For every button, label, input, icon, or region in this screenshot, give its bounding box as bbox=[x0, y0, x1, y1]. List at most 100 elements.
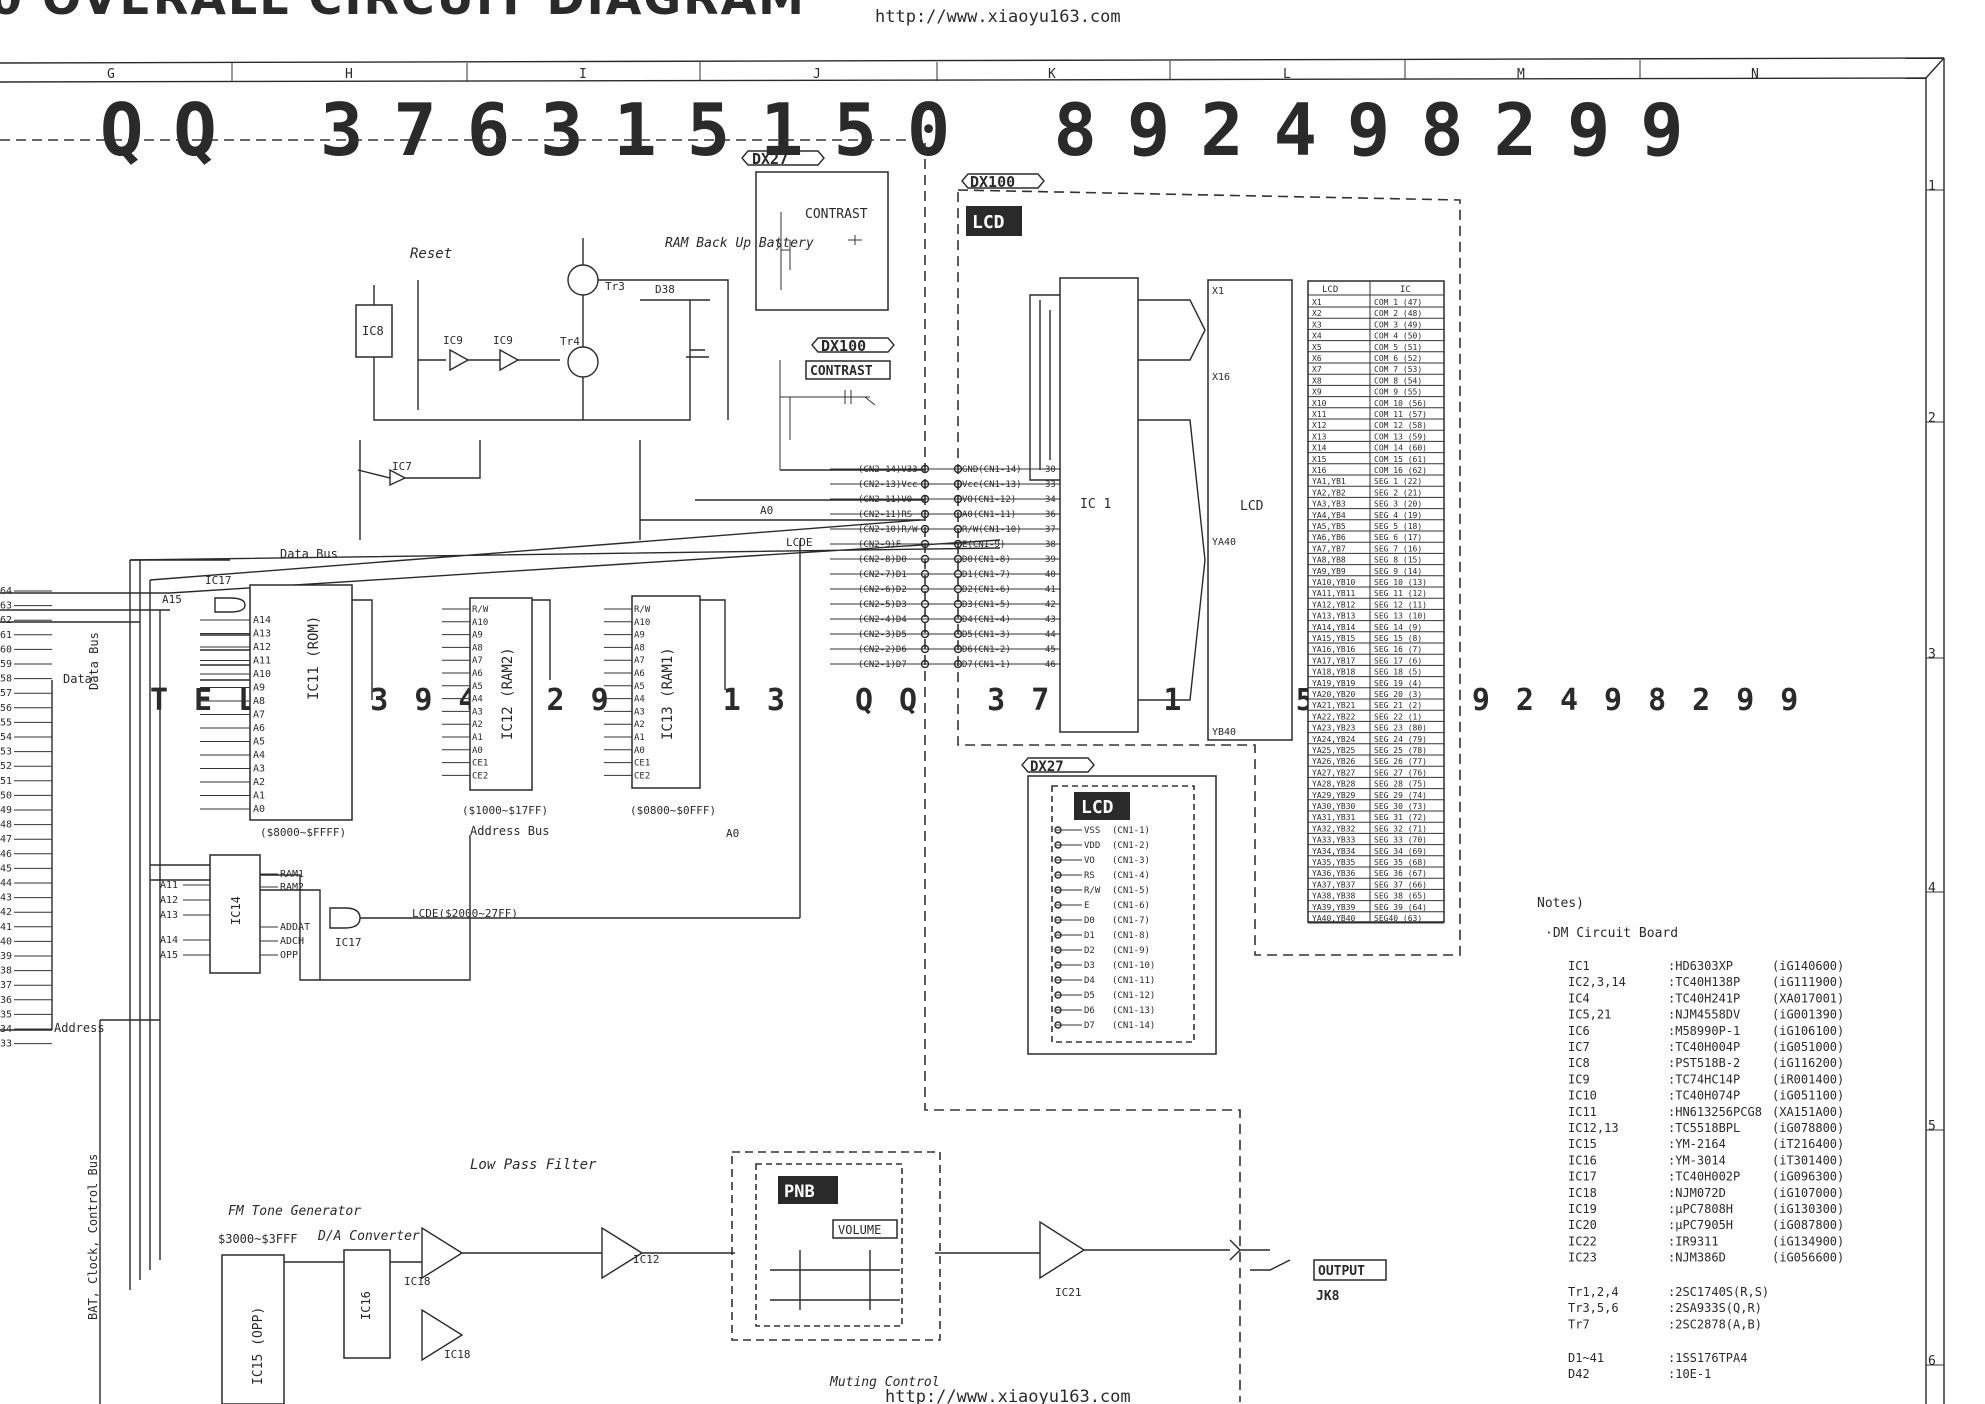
ic1-pin-number: 39 bbox=[1045, 555, 1056, 565]
dx27-lcd-pin-conn: (CN1-2) bbox=[1112, 841, 1150, 851]
ram-address-pin: A6 bbox=[472, 669, 483, 679]
lcd-table-cell-ic: SEG 22 (1) bbox=[1374, 712, 1422, 721]
notes-part-number: :PST518B-2 bbox=[1668, 1056, 1740, 1070]
cn2-pin-label: (CN2-13)Vcc bbox=[858, 480, 918, 490]
ram-address-pin: A4 bbox=[634, 695, 645, 705]
rom-address-pin: A0 bbox=[253, 804, 265, 815]
notes-part-code: (iG130300) bbox=[1772, 1202, 1844, 1216]
dx27-lcd-pin-conn: (CN1-14) bbox=[1112, 1021, 1155, 1031]
ic11-rom-chip bbox=[249, 584, 353, 821]
ic14-input-pin: A15 bbox=[160, 950, 178, 961]
ram-address-pin: A5 bbox=[472, 682, 483, 692]
notes-part-number: :NJM4558DV bbox=[1668, 1008, 1740, 1022]
notes-part-number: :TC40H138P bbox=[1668, 975, 1740, 989]
connector-pin bbox=[920, 554, 930, 564]
notes-part-ref: IC11 bbox=[1568, 1105, 1597, 1119]
ic1-pin-number: 45 bbox=[1045, 645, 1056, 655]
ic1-label: IC 1 bbox=[1080, 497, 1111, 512]
connector-pin bbox=[920, 659, 930, 669]
grid-column-label: G bbox=[107, 67, 115, 82]
dx27-lcd-pin-conn: (CN1-7) bbox=[1112, 916, 1150, 926]
cn2-pin-label: (CN2-11)RS bbox=[858, 510, 912, 520]
bus-pin-number: 50 bbox=[0, 790, 12, 801]
lcd-table-cell-ic: COM 6 (52) bbox=[1374, 354, 1422, 363]
lcd-table-cell-lcd: X14 bbox=[1312, 444, 1327, 453]
ram-address-pin: CE1 bbox=[634, 759, 650, 769]
dx27-lcd-pin-name: E bbox=[1084, 901, 1089, 911]
dx27-lcd-pin-conn: (CN1-1) bbox=[1112, 826, 1150, 836]
dx100-contrast-label: CONTRAST bbox=[810, 364, 873, 379]
dx27-lcd-pin-conn: (CN1-6) bbox=[1112, 901, 1150, 911]
bus-pin-number: 53 bbox=[0, 747, 12, 758]
lcd-table-cell-lcd: YA18,YB18 bbox=[1312, 668, 1356, 677]
lcd-table-cell-ic: SEG 34 (69) bbox=[1374, 847, 1427, 856]
bus-pin-number: 48 bbox=[0, 820, 12, 831]
lcd-badge-text: LCD bbox=[972, 212, 1005, 233]
memory-block: Data Bus Address Bus IC17 A15 IC11 (ROM)… bbox=[162, 547, 726, 839]
dx27-lcd-tag: DX27 bbox=[1030, 759, 1064, 775]
cn1-pin-label: D5(CN1-3) bbox=[962, 630, 1011, 640]
lcd-table-cell-lcd: YA25,YB25 bbox=[1312, 746, 1356, 755]
lcd-table-cell-lcd: X6 bbox=[1312, 354, 1322, 363]
cn2-pin-label: (CN2-1)D7 bbox=[858, 660, 907, 670]
lcd-table-cell-ic: SEG 6 (17) bbox=[1374, 533, 1422, 542]
ic14-input-pin: A14 bbox=[160, 935, 178, 946]
notes-subtitle: ·DM Circuit Board bbox=[1545, 926, 1678, 941]
lcd-table-cell-lcd: YA26,YB26 bbox=[1312, 757, 1356, 766]
bus-pin-number: 54 bbox=[0, 732, 12, 743]
ic13-range: ($0800~$0FFF) bbox=[630, 804, 716, 817]
bus-pin-number: 33 bbox=[0, 1039, 12, 1050]
grid-column-label: L bbox=[1283, 67, 1291, 82]
notes-part-number: :TC40H004P bbox=[1668, 1040, 1740, 1054]
a0-label-bottom: A0 bbox=[726, 827, 739, 840]
dx27-lcd-pin-dot bbox=[1054, 856, 1062, 864]
lcd-table-cell-ic: SEG 39 (64) bbox=[1374, 903, 1427, 912]
cn1-pin-label: Vcc(CN1-13) bbox=[962, 480, 1022, 490]
connector-pin bbox=[920, 584, 930, 594]
dx27-lcd-pin-conn: (CN1-11) bbox=[1112, 976, 1155, 986]
rom-address-pin: A2 bbox=[253, 777, 265, 788]
rom-address-pin: A5 bbox=[253, 737, 265, 748]
ic11-label: IC11 (ROM) bbox=[306, 616, 322, 700]
lcd-table-cell-ic: COM 7 (53) bbox=[1374, 365, 1422, 374]
dx27-contrast-block: DX27 CONTRAST bbox=[741, 150, 889, 311]
a15-label: A15 bbox=[162, 593, 182, 606]
lcd-table-cell-lcd: YA2,YB2 bbox=[1312, 488, 1346, 497]
lcd-table-cell-ic: SEG 12 (11) bbox=[1374, 600, 1427, 609]
ic1-driver-chip bbox=[1059, 277, 1139, 733]
lcd-table-cell-ic: SEG 31 (72) bbox=[1374, 813, 1427, 822]
rom-address-pin: A11 bbox=[253, 656, 271, 667]
lcd-table-cell-lcd: YA1,YB1 bbox=[1312, 477, 1346, 486]
bus-pin-number: 56 bbox=[0, 703, 12, 714]
notes-transistor-ref: Tr3,5,6 bbox=[1568, 1301, 1619, 1315]
connector-pin bbox=[920, 614, 930, 624]
bus-pin-number: 57 bbox=[0, 688, 12, 699]
lcd-table-cell-ic: SEG 3 (20) bbox=[1374, 500, 1422, 509]
control-bus-label: BAT, Clock, Control Bus bbox=[86, 1154, 100, 1320]
notes-transistor-part: :2SA933S(Q,R) bbox=[1668, 1301, 1762, 1315]
data-label-left: Data bbox=[63, 672, 92, 686]
notes-part-code: (iG051100) bbox=[1772, 1089, 1844, 1103]
notes-part-code: (XA017001) bbox=[1772, 991, 1844, 1005]
bus-pin-number: 46 bbox=[0, 849, 12, 860]
dx27-contrast-tag: DX27 bbox=[752, 150, 788, 168]
grid-row-label: 5 bbox=[1928, 1119, 1936, 1134]
lcd-table-cell-ic: COM 13 (59) bbox=[1374, 432, 1427, 441]
notes-part-ref: IC15 bbox=[1568, 1137, 1597, 1151]
connector-pin bbox=[953, 509, 963, 519]
lcd-table-cell-lcd: YA38,YB38 bbox=[1312, 892, 1356, 901]
cn1-pin-label: R/W(CN1-10) bbox=[962, 525, 1022, 535]
connector-pin bbox=[953, 539, 963, 549]
lcd-table-cell-ic: COM 8 (54) bbox=[1374, 376, 1422, 385]
cn2-pin-label: (CN2-2)D6 bbox=[858, 645, 907, 655]
ram-address-pin: R/W bbox=[472, 605, 489, 615]
ic18-b-label: IC18 bbox=[444, 1348, 471, 1361]
ic14-input-pin: A12 bbox=[160, 895, 178, 906]
connector-pin bbox=[920, 509, 930, 519]
